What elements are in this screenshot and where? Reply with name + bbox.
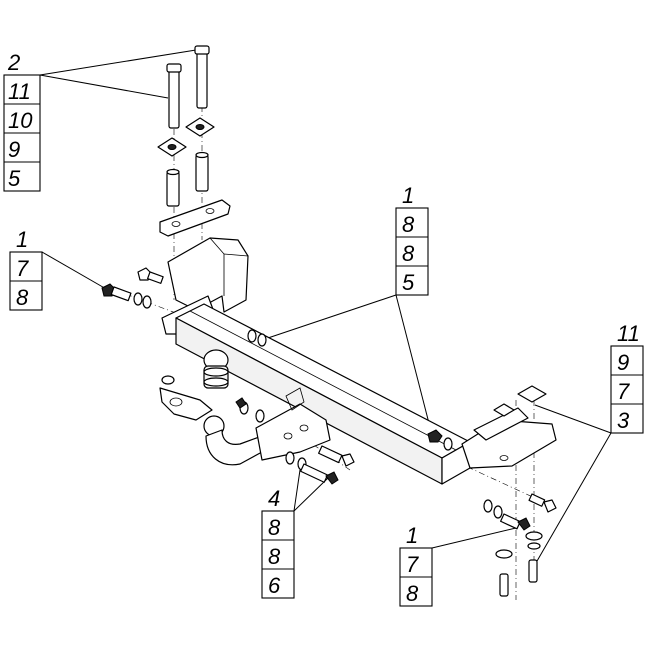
callout-left: 1 7 8 — [9, 227, 109, 311]
right-mounting-bracket — [461, 385, 557, 469]
callout-center-label-2: 8 — [402, 241, 415, 266]
callout-center: 1 8 8 5 — [261, 183, 433, 436]
callout-left-label-2: 8 — [16, 285, 29, 310]
callout-right-label-0: 11 — [617, 321, 640, 346]
callout-right: 11 9 7 3 — [532, 321, 644, 569]
center-fasteners — [235, 329, 355, 485]
callout-right-label-3: 3 — [617, 408, 630, 433]
callout-top-left-label-0: 2 — [7, 50, 20, 75]
callout-bottom-center-label-3: 6 — [268, 573, 281, 598]
callout-top-left-label-4: 5 — [8, 166, 21, 191]
callout-center-label-0: 1 — [402, 183, 414, 208]
spacer-tube-front — [166, 168, 180, 207]
callout-left-label-0: 1 — [16, 227, 28, 252]
callout-bottom-center-label-2: 8 — [268, 544, 281, 569]
callout-bottom-right-label-0: 1 — [406, 523, 418, 548]
callout-bottom-center-label-0: 4 — [268, 486, 280, 511]
callout-top-left-label-2: 10 — [8, 108, 33, 133]
tow-ball-neck — [203, 387, 331, 466]
lower-right-bolts — [495, 531, 543, 597]
callout-top-left-label-3: 9 — [8, 137, 20, 162]
callout-left-label-1: 7 — [16, 256, 29, 281]
tow-ball-assembly — [159, 349, 229, 421]
callout-bottom-right-label-2: 8 — [406, 581, 419, 606]
callout-bottom-right: 1 7 8 — [399, 523, 517, 607]
connecting-plate — [159, 199, 231, 237]
right-side-fasteners — [427, 429, 557, 531]
long-bolt-rear — [194, 45, 210, 109]
callout-right-label-2: 7 — [617, 379, 630, 404]
callout-top-left: 2 11 10 9 5 — [3, 49, 197, 192]
callout-top-left-label-1: 11 — [8, 79, 31, 104]
callout-bottom-center-label-1: 8 — [268, 515, 281, 540]
callout-bottom-center: 4 8 8 6 — [261, 469, 329, 599]
square-washer-top-rear — [185, 117, 215, 137]
main-crossbar — [175, 303, 471, 485]
callout-bottom-right-label-1: 7 — [406, 552, 419, 577]
left-side-bolt — [101, 267, 164, 309]
callout-right-label-1: 9 — [617, 350, 629, 375]
callout-center-label-1: 8 — [402, 212, 415, 237]
square-washer-top-front — [157, 137, 187, 157]
callout-center-label-3: 5 — [402, 270, 415, 295]
spacer-tube-rear — [195, 151, 209, 192]
long-bolt-front — [166, 63, 182, 129]
